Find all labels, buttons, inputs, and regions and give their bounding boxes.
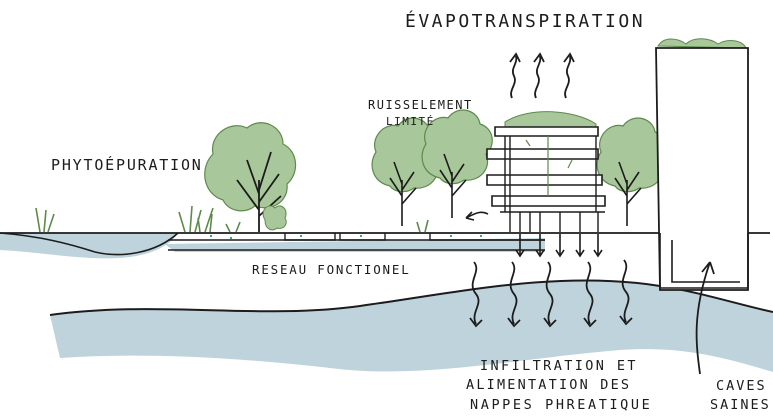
reeds xyxy=(35,205,429,233)
infiltration-arrows xyxy=(469,259,633,328)
roof-garden xyxy=(657,38,747,49)
drain-arrows xyxy=(515,234,603,258)
aquifer-top-line xyxy=(49,279,773,316)
caves-arrow xyxy=(695,261,715,375)
terraced-building xyxy=(486,111,606,232)
aquifer-band xyxy=(50,280,773,372)
reseau-channel-fill xyxy=(165,238,545,252)
reseau-dots xyxy=(210,235,482,239)
infiltration-label-line3: NAPPES PHREATIQUE xyxy=(470,397,653,413)
caves-label-line1: CAVES xyxy=(716,378,767,394)
ruissellement-arrow xyxy=(465,211,489,221)
phytoepuration-label: PHYTOÉPURATION xyxy=(51,156,203,174)
infiltration-label-line2: ALIMENTATION DES xyxy=(466,377,632,393)
reseau-label: RESEAU FONCTIONEL xyxy=(252,262,411,277)
pond-outline xyxy=(0,232,179,256)
evapo-arrow-1 xyxy=(509,52,521,99)
evapo-arrow-3 xyxy=(563,52,575,99)
infiltration-label-line1: INFILTRATION ET xyxy=(480,358,638,374)
evapotranspiration-label: ÉVAPOTRANSPIRATION xyxy=(405,11,646,32)
evapo-arrow-2 xyxy=(533,52,545,99)
shrub-left xyxy=(262,205,287,231)
tower xyxy=(655,47,749,291)
tree-large-left xyxy=(204,122,297,232)
ruissellement-label-line2: LIMITÉ xyxy=(386,115,435,128)
tower-basement xyxy=(659,233,749,289)
phytoepuration-pond xyxy=(0,233,178,259)
caves-label-line2: SAINES xyxy=(710,397,771,413)
reseau-segments xyxy=(284,233,545,241)
ruissellement-label-line1: RUISSELEMENT xyxy=(368,98,473,112)
